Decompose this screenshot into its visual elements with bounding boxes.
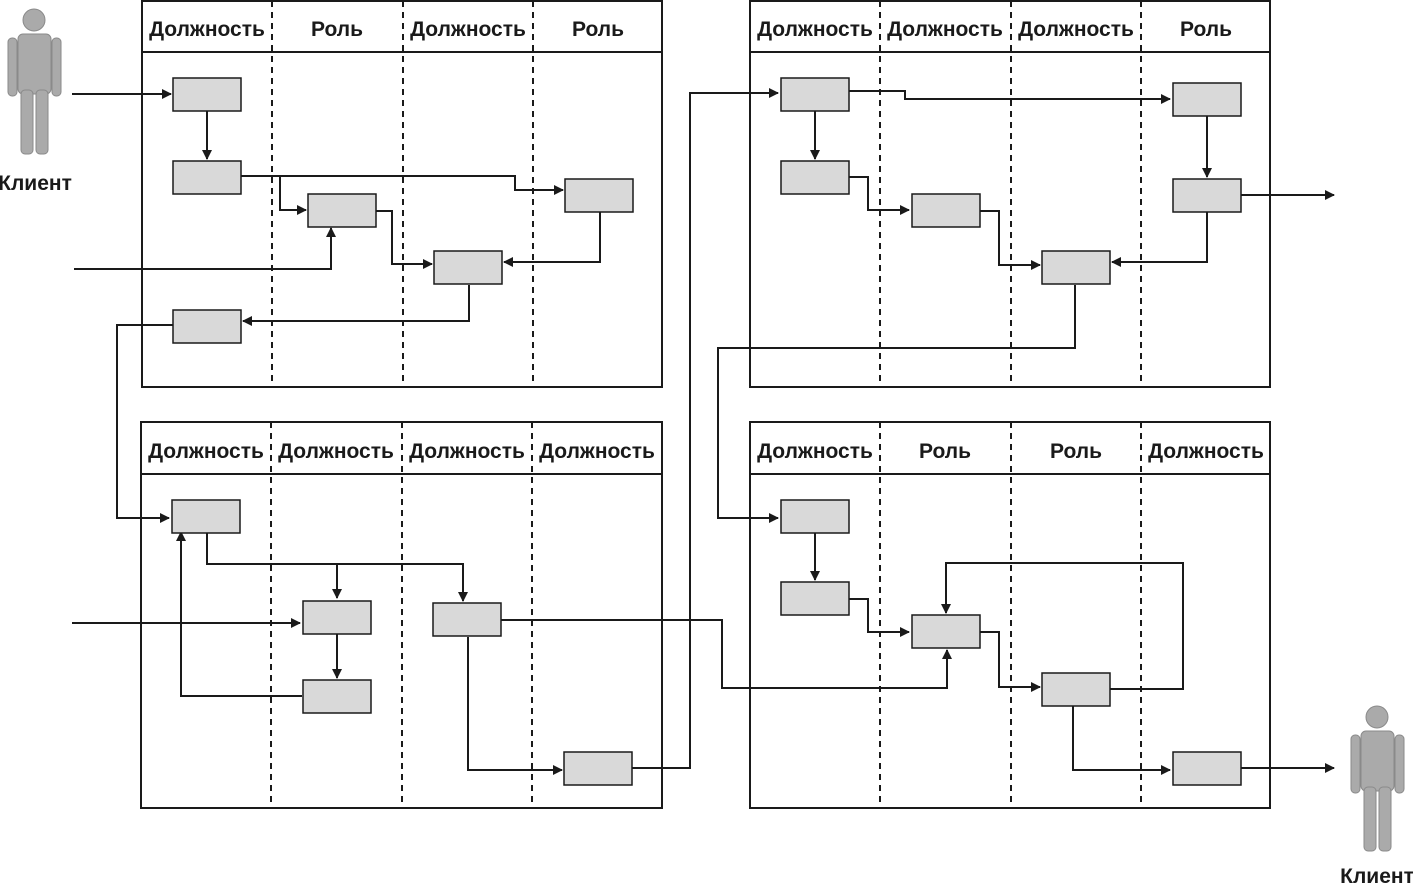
connector-arrow <box>503 212 601 267</box>
connector-arrow <box>1072 706 1171 775</box>
panel-top-left <box>141 0 663 388</box>
process-box <box>564 178 634 213</box>
process-box <box>433 250 503 285</box>
connector-arrow <box>467 637 563 775</box>
process-box <box>1172 751 1242 786</box>
process-box <box>780 160 850 195</box>
lane-header: Должность <box>410 18 526 41</box>
connector-arrow <box>206 533 342 599</box>
process-box <box>911 193 981 228</box>
lane-header: Роль <box>311 18 363 41</box>
connector-arrow <box>849 598 910 637</box>
client-label: Клиент <box>1340 865 1413 886</box>
lane-header: Должность <box>1148 440 1264 463</box>
connector-arrow <box>980 210 1041 270</box>
connector-arrow <box>1111 212 1208 267</box>
lane-header: Роль <box>572 18 624 41</box>
lane-header: Должность <box>539 440 655 463</box>
process-box <box>780 499 850 534</box>
connector-arrow <box>632 88 779 769</box>
process-box <box>1172 82 1242 117</box>
lane-header: Должность <box>757 18 873 41</box>
connector-arrow <box>376 210 433 269</box>
person-icon <box>1350 705 1405 852</box>
lane-header: Должность <box>148 440 264 463</box>
lane-header: Должность <box>887 18 1003 41</box>
panel-bottom-right <box>749 421 1271 809</box>
lane-header: Должность <box>1018 18 1134 41</box>
lane-header: Должность <box>757 440 873 463</box>
lane-header: Должность <box>149 18 265 41</box>
connector-arrow <box>176 531 302 697</box>
panel-bottom-left <box>140 421 663 809</box>
lane-header: Роль <box>1180 18 1232 41</box>
connector-arrow <box>941 562 1184 690</box>
connector-arrow <box>849 90 1171 104</box>
connector-arrow <box>242 285 470 326</box>
client-label: Клиент <box>0 172 72 195</box>
connector-arrow <box>74 227 336 270</box>
person-icon <box>7 8 62 155</box>
process-box <box>302 679 372 714</box>
lane-header: Роль <box>1050 440 1102 463</box>
process-box <box>172 309 242 344</box>
process-box <box>171 499 241 534</box>
connector-arrow <box>717 285 1076 523</box>
connector-arrow <box>501 619 952 689</box>
connector-arrow <box>980 631 1041 692</box>
lane-header: Должность <box>409 440 525 463</box>
process-box <box>1172 178 1242 213</box>
connector-arrow <box>337 563 468 602</box>
process-box <box>307 193 377 228</box>
process-boxes <box>171 77 1242 786</box>
process-box <box>302 600 372 635</box>
process-box <box>172 160 242 195</box>
process-box <box>780 581 850 616</box>
lane-header: Роль <box>919 440 971 463</box>
process-box <box>780 77 850 112</box>
process-box <box>172 77 242 112</box>
lane-header: Должность <box>278 440 394 463</box>
process-box <box>1041 672 1111 707</box>
process-box <box>911 614 981 649</box>
connector-arrow <box>241 175 307 215</box>
connectors <box>72 88 1335 775</box>
process-box <box>563 751 633 786</box>
process-box <box>1041 250 1111 285</box>
connector-arrow <box>116 324 173 523</box>
connector-arrow <box>849 176 910 215</box>
connector-arrow <box>241 175 564 195</box>
process-box <box>432 602 502 637</box>
